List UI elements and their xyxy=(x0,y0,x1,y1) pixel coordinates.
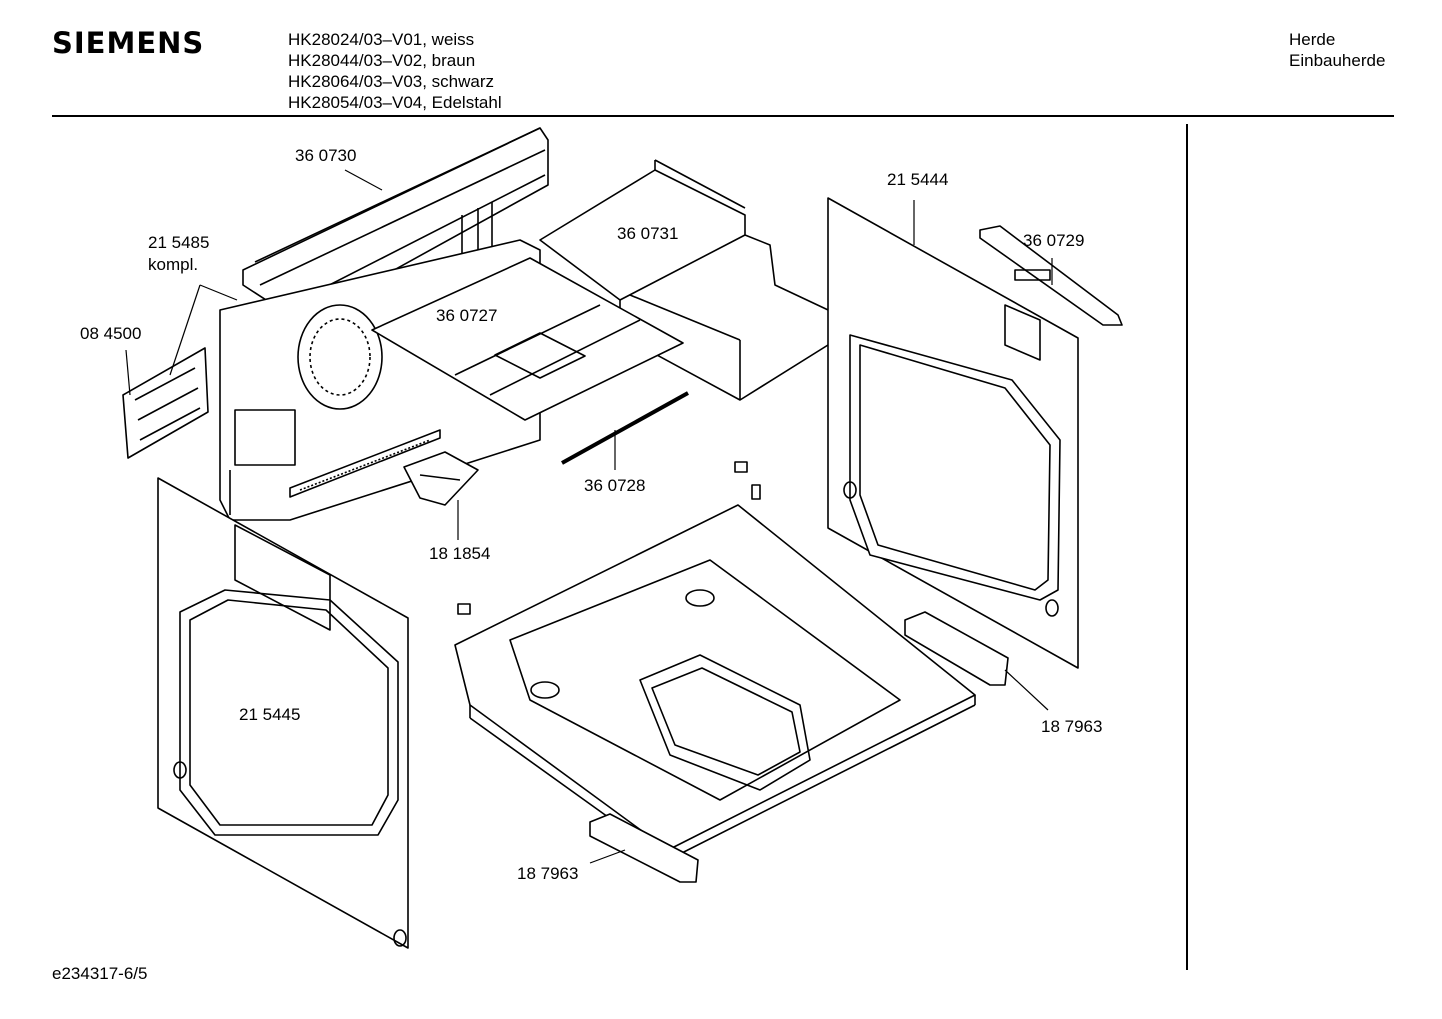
model-line: HK28054/03–V04, Edelstahl xyxy=(288,93,502,112)
rail-upper-part xyxy=(904,611,1009,686)
clip-part xyxy=(751,484,761,500)
category: Herde Einbauherde xyxy=(1289,29,1385,71)
part-label: kompl. xyxy=(148,255,198,274)
model-line: HK28024/03–V01, weiss xyxy=(288,30,475,49)
header-rule xyxy=(52,115,1394,117)
top-rail-part xyxy=(242,127,549,323)
side-rule xyxy=(1186,124,1188,970)
leader-lines xyxy=(125,169,1053,864)
control-bracket-part xyxy=(122,347,209,459)
brand-logo: SIEMENS xyxy=(52,26,205,60)
part-label: 18 7963 xyxy=(1041,717,1102,736)
category-line: Einbauherde xyxy=(1289,51,1386,70)
top-bracket-part xyxy=(979,225,1123,326)
part-label: 36 0730 xyxy=(295,146,356,165)
duct-part xyxy=(539,159,861,401)
part-label: 21 5485 xyxy=(148,233,209,252)
part-label: 18 7963 xyxy=(517,864,578,883)
part-label: 08 4500 xyxy=(80,324,141,343)
model-line: HK28064/03–V03, schwarz xyxy=(288,72,495,91)
drawing-code: e234317-6/5 xyxy=(52,964,148,983)
part-label: 21 5444 xyxy=(887,170,948,189)
part-label: 36 0729 xyxy=(1023,231,1084,250)
lamp-holder-part xyxy=(403,451,479,506)
cover-plate-part xyxy=(371,257,684,421)
clip-part xyxy=(457,603,471,615)
clip-part xyxy=(734,461,748,473)
model-line: HK28044/03–V02, braun xyxy=(288,51,476,70)
part-label: 36 0728 xyxy=(584,476,645,495)
part-label: 36 0731 xyxy=(617,224,678,243)
left-side-panel-part xyxy=(157,477,409,949)
category-line: Herde xyxy=(1289,30,1336,49)
seal-strip-part xyxy=(561,391,689,465)
model-list: HK28024/03–V01, weiss HK28044/03–V02, br… xyxy=(288,29,502,113)
part-label: 18 1854 xyxy=(429,544,490,563)
part-label: 21 5445 xyxy=(239,705,300,724)
part-label: 36 0727 xyxy=(436,306,497,325)
right-side-panel-part xyxy=(827,197,1079,669)
rail-lower-part xyxy=(589,813,699,883)
